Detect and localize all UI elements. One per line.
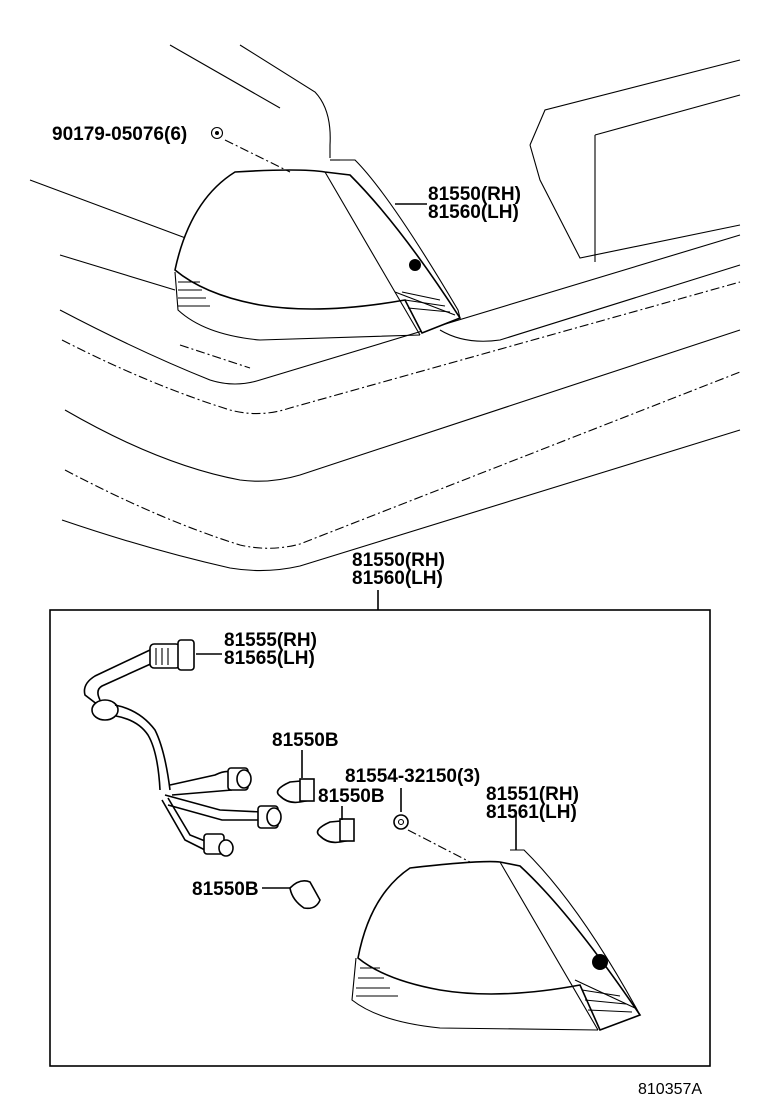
bulb-label-a: 81550B [272, 730, 339, 751]
bulb-b [316, 818, 355, 844]
nut-label: 90179-05076(6) [52, 124, 187, 145]
lens-label-rh: 81551(RH) [486, 784, 579, 805]
vehicle-body-outline [29, 44, 741, 572]
rear-combination-lamp-installed [174, 159, 462, 341]
nut-leader [224, 139, 291, 173]
screw-part [393, 814, 409, 830]
bulb-c [289, 880, 321, 910]
figure-id: 810357A [638, 1081, 702, 1098]
lamp-lens-unit [351, 849, 642, 1032]
socket-wire-harness [83, 639, 282, 857]
socket-label-lh: 81565(LH) [224, 648, 315, 669]
bulb-a [276, 778, 315, 804]
screw-install-line [407, 829, 471, 863]
nut-part [210, 126, 224, 140]
bulb-label-b: 81550B [318, 786, 385, 807]
lamp-label-lh: 81560(LH) [428, 202, 519, 223]
assembly-label-lh: 81560(LH) [352, 568, 443, 589]
bulb-label-c: 81550B [192, 879, 259, 900]
socket-label-rh: 81555(RH) [224, 630, 317, 651]
screw-label: 81554-32150(3) [345, 766, 480, 787]
lamp-label-rh: 81550(RH) [428, 184, 521, 205]
assembly-label-rh: 81550(RH) [352, 550, 445, 571]
assembly-frame [49, 609, 711, 1067]
lens-label-lh: 81561(LH) [486, 802, 577, 823]
